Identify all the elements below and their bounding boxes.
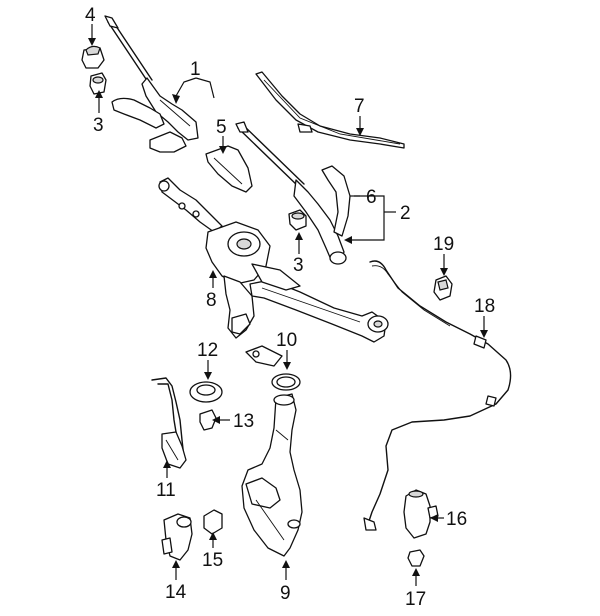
callout-3-upper: 3 — [93, 115, 104, 136]
callout-12: 12 — [197, 340, 218, 361]
callout-6: 6 — [366, 187, 377, 208]
part-8-wiper-motor-linkage — [158, 177, 389, 343]
part-9-washer-reservoir — [241, 393, 303, 557]
callout-17: 17 — [405, 589, 426, 610]
part-10-gasket — [245, 345, 301, 391]
callout-8: 8 — [206, 290, 217, 311]
part-18-washer-hose — [363, 260, 512, 531]
leader-lines — [88, 24, 488, 586]
callout-19: 19 — [433, 234, 454, 255]
callout-14: 14 — [165, 582, 187, 603]
callout-1: 1 — [190, 59, 201, 80]
part-13-plug — [199, 409, 217, 431]
callout-3-middle: 3 — [293, 255, 304, 276]
callout-18: 18 — [474, 296, 495, 317]
callout-16: 16 — [446, 509, 467, 530]
part-12-grommet — [189, 381, 223, 403]
part-14-washer-pump — [161, 513, 193, 561]
callout-13: 13 — [233, 411, 254, 432]
part-7-wiper-blade — [255, 71, 405, 149]
part-3-nut-middle — [288, 209, 307, 231]
callout-7: 7 — [354, 96, 365, 117]
part-16-pump-motor — [403, 489, 439, 539]
callout-9: 9 — [280, 583, 291, 604]
part-3-nut-left — [89, 72, 107, 95]
part-11-filler-neck — [151, 377, 187, 469]
callout-5: 5 — [216, 117, 227, 138]
callout-4: 4 — [85, 5, 96, 26]
part-15-grommet — [203, 509, 223, 535]
callout-11: 11 — [156, 480, 176, 501]
part-5-arm-cover — [205, 145, 253, 193]
part-4-nut-cap — [81, 45, 105, 69]
part-17-seal — [407, 549, 425, 567]
part-1-left-wiper-arm — [104, 15, 199, 153]
part-19-sensor — [433, 275, 453, 301]
callout-15: 15 — [202, 550, 223, 571]
callout-2: 2 — [400, 203, 411, 224]
callout-labels: 4 3 1 5 7 6 2 3 8 19 18 12 10 13 11 14 1… — [85, 5, 495, 610]
callout-10: 10 — [276, 330, 297, 351]
part-6-right-wiper-arm — [235, 121, 351, 265]
